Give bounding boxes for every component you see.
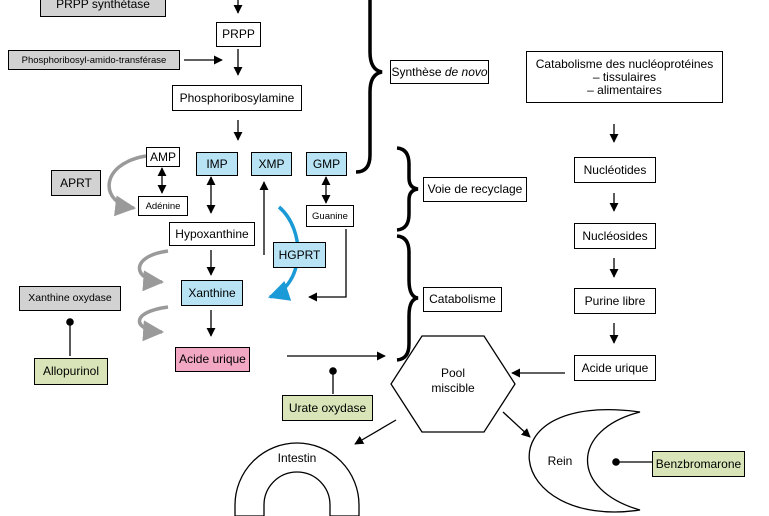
allopurinol-label: Allopurinol — [34, 358, 108, 385]
brace-recyclage — [396, 146, 419, 232]
benzbromarone-inhibition-dot — [612, 458, 620, 466]
catabolisme-line-3: – alimentaires — [587, 82, 662, 97]
phosphoribosylamine-box: Phosphoribosylamine — [172, 85, 302, 111]
imp-box: IMP — [196, 152, 238, 176]
xmp-box: XMP — [251, 152, 292, 176]
synthese-de-novo-label: Synthèse de novo — [390, 60, 489, 84]
pool-line-2: miscible — [431, 381, 475, 395]
pool-line-1: Pool — [440, 366, 466, 380]
hypoxanthine-box: Hypoxanthine — [169, 222, 255, 246]
adenine-box: Adénine — [138, 196, 188, 216]
right-acide-urique-box: Acide urique — [574, 355, 656, 381]
hgprt-label: HGPRT — [273, 242, 326, 268]
aprt-curved-arrow — [107, 154, 147, 217]
prpp-box: PRPP — [216, 22, 261, 47]
prpp-synthetase-label: PRPP synthétase — [40, 0, 166, 17]
urate-oxydase-inhibition-dot — [329, 367, 337, 375]
catabolisme-line-1: Catabolisme des nucléoprotéines — [535, 56, 714, 71]
catabolisme-line-2: – tissulaires — [592, 69, 657, 84]
guanine-box: Guanine — [306, 205, 354, 227]
nucleosides-box: Nucléosides — [574, 223, 656, 249]
pool-miscible-label: Pool miscible — [403, 366, 503, 396]
xanthine-oxydase-label: Xanthine oxydase — [19, 286, 121, 311]
rein-label: Rein — [547, 454, 573, 468]
arrow-pool-to-rein — [502, 411, 531, 438]
allopurinol-inhibition-dot — [66, 318, 74, 326]
catabolisme-label: Catabolisme — [423, 287, 502, 312]
brace-de-novo — [355, 0, 383, 174]
amp-box: AMP — [146, 147, 180, 167]
brace-catabolisme — [396, 234, 419, 362]
arrow-guanine-to-xanthine — [308, 229, 347, 302]
acide-urique-box: Acide urique — [175, 347, 250, 372]
intestin-label: Intestin — [277, 451, 317, 465]
pool-miscible-hexagon — [390, 335, 516, 433]
benzbromarone-label: Benzbromarone — [652, 451, 745, 477]
xanthine-box: Xanthine — [181, 280, 243, 306]
intestin-shape — [234, 442, 360, 516]
xo-curved-arrow-2 — [137, 305, 169, 342]
catabolisme-nucleoproteines-box: Catabolisme des nucléoprotéines – tissul… — [526, 51, 723, 103]
xo-curved-arrow-1 — [137, 249, 169, 292]
amido-transferase-label: Phosphoribosyl-amido-transférase — [8, 50, 180, 70]
arrow-pool-to-intestin — [354, 419, 397, 445]
purine-libre-box: Purine libre — [574, 288, 656, 314]
rein-shape — [528, 409, 641, 513]
nucleotides-box: Nucléotides — [574, 157, 656, 183]
gmp-box: GMP — [306, 152, 347, 176]
urate-oxydase-label: Urate oxydase — [282, 395, 373, 421]
voie-recyclage-label: Voie de recyclage — [423, 177, 527, 202]
aprt-label: APRT — [51, 170, 101, 196]
